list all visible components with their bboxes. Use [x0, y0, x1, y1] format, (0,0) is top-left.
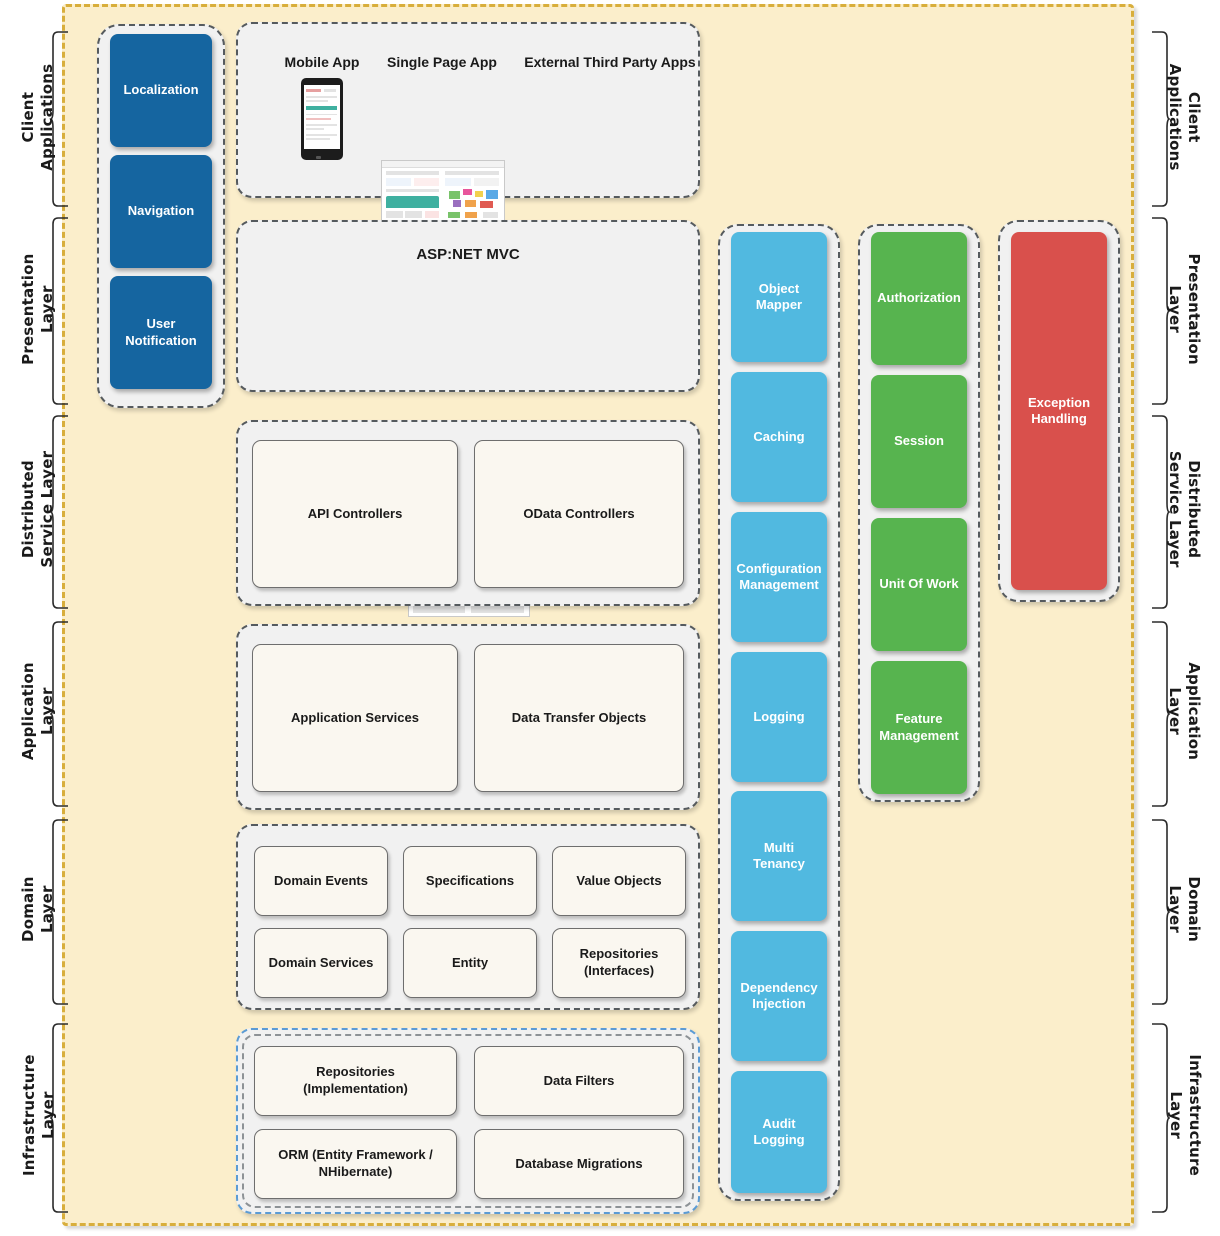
box-domain-services[interactable]: Domain Services — [254, 928, 388, 998]
brace-left-distributed-service-layer — [50, 415, 68, 609]
card-audit-logging[interactable]: Audit Logging — [731, 1071, 827, 1193]
brace-right-infrastructure-layer — [1152, 1023, 1170, 1213]
box-value-objects[interactable]: Value Objects — [552, 846, 686, 916]
box-odata-controllers[interactable]: OData Controllers — [474, 440, 684, 588]
brace-right-domain-layer — [1152, 819, 1170, 1005]
box-data-filters[interactable]: Data Filters — [474, 1046, 684, 1116]
tile-label-mobile-app: Mobile App — [284, 54, 360, 70]
layer-label-right-distributed-service-layer: Distributed Service Layer — [1166, 450, 1204, 568]
brace-right-application-layer — [1152, 621, 1170, 807]
card-session[interactable]: Session — [871, 375, 967, 508]
brace-left-application-layer — [50, 621, 68, 807]
box-data-transfer-objects[interactable]: Data Transfer Objects — [474, 644, 684, 792]
card-logging[interactable]: Logging — [731, 652, 827, 782]
layer-label-left-distributed-service-layer: Distributed Service Layer — [18, 450, 56, 568]
card-unit-of-work[interactable]: Unit Of Work — [871, 518, 967, 651]
layer-label-right-presentation-layer: Presentation Layer — [1166, 253, 1204, 365]
card-feature-management[interactable]: Feature Management — [871, 661, 967, 794]
brace-right-presentation-layer — [1152, 217, 1170, 405]
group-presentation-layer — [236, 220, 700, 392]
layer-label-left-application-layer: Application Layer — [18, 662, 56, 761]
box-application-services[interactable]: Application Services — [252, 644, 458, 792]
card-authorization[interactable]: Authorization — [871, 232, 967, 365]
card-object-mapper[interactable]: Object Mapper — [731, 232, 827, 362]
layer-label-right-client-applications: Client Applications — [1166, 63, 1204, 171]
brace-right-distributed-service-layer — [1152, 415, 1170, 609]
layer-label-right-infrastructure-layer: Infrastructure Layer — [1167, 1054, 1205, 1176]
card-configuration-management[interactable]: Configuration Management — [731, 512, 827, 642]
card-caching[interactable]: Caching — [731, 372, 827, 502]
tile-label-external-third-party-apps: External Third Party Apps — [524, 54, 696, 70]
layer-label-left-client-applications: Client Applications — [18, 63, 56, 171]
card-exception-handling[interactable]: Exception Handling — [1011, 232, 1107, 590]
card-dependency-injection[interactable]: Dependency Injection — [731, 931, 827, 1061]
layer-label-right-application-layer: Application Layer — [1166, 662, 1204, 761]
layer-label-left-domain-layer: Domain Layer — [18, 876, 56, 942]
brace-left-presentation-layer — [50, 217, 68, 405]
box-api-controllers[interactable]: API Controllers — [252, 440, 458, 588]
box-specifications[interactable]: Specifications — [403, 846, 537, 916]
tile-label-single-page-app: Single Page App — [387, 54, 497, 70]
box-orm[interactable]: ORM (Entity Framework / NHibernate) — [254, 1129, 457, 1199]
layer-label-left-infrastructure-layer: Infrastructure Layer — [19, 1054, 57, 1176]
card-multi-tenancy[interactable]: Multi Tenancy — [731, 791, 827, 921]
layer-label-left-presentation-layer: Presentation Layer — [18, 253, 56, 365]
box-repositories-implementation[interactable]: Repositories (Implementation) — [254, 1046, 457, 1116]
brace-left-infrastructure-layer — [50, 1023, 68, 1213]
box-database-migrations[interactable]: Database Migrations — [474, 1129, 684, 1199]
card-navigation[interactable]: Navigation — [110, 155, 212, 268]
caption-aspnet-mvc: ASP:NET MVC — [416, 246, 520, 263]
card-user-notification[interactable]: User Notification — [110, 276, 212, 389]
brace-left-domain-layer — [50, 819, 68, 1005]
box-repositories-interfaces[interactable]: Repositories (Interfaces) — [552, 928, 686, 998]
box-entity[interactable]: Entity — [403, 928, 537, 998]
brace-right-client-applications — [1152, 31, 1170, 207]
box-domain-events[interactable]: Domain Events — [254, 846, 388, 916]
mobile-phone-mockup-icon — [301, 78, 343, 160]
card-localization[interactable]: Localization — [110, 34, 212, 147]
brace-left-client-applications — [50, 31, 68, 207]
layer-label-right-domain-layer: Domain Layer — [1166, 876, 1204, 942]
